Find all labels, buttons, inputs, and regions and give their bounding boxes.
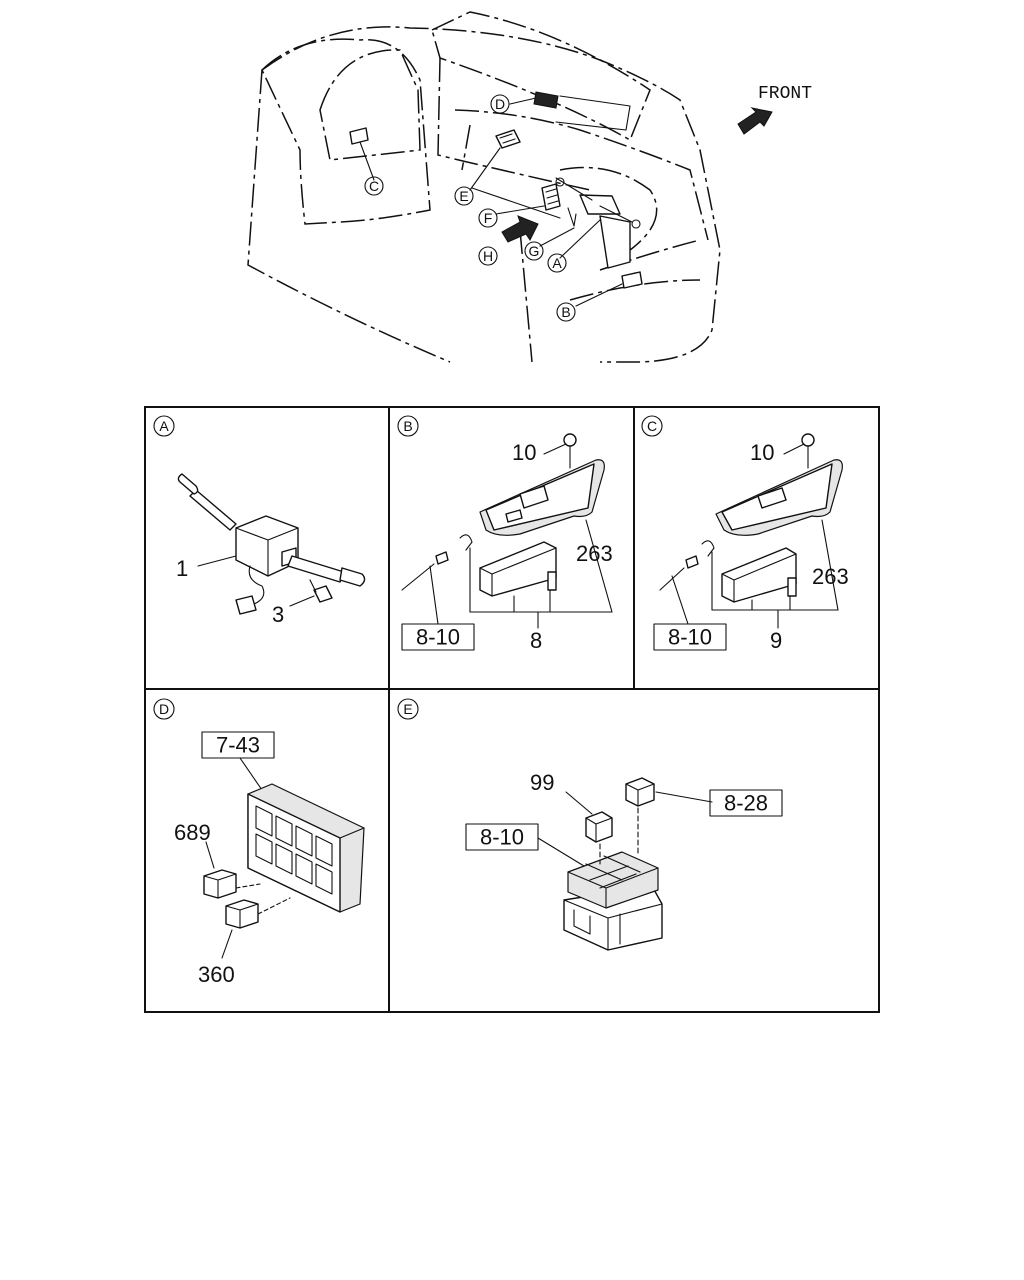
part-number-360: 360 <box>198 962 235 987</box>
panel-c-letter: C <box>641 415 663 437</box>
svg-text:A: A <box>552 255 562 271</box>
part-number-9: 9 <box>770 628 782 653</box>
svg-text:D: D <box>495 96 505 112</box>
panel-b-letter: B <box>397 415 419 437</box>
panel-d-letter: D <box>153 698 175 720</box>
svg-text:G: G <box>529 243 540 259</box>
svg-text:E: E <box>403 701 412 717</box>
relay-8-28 <box>625 777 655 807</box>
part-number-263: 263 <box>576 541 613 566</box>
svg-text:7-43: 7-43 <box>216 733 260 758</box>
switch-360 <box>225 899 259 929</box>
reference-7-43: 7-43 <box>201 731 275 759</box>
panel-c: C 10 263 9 8-10 <box>641 415 849 653</box>
callout-c: C <box>364 176 384 196</box>
svg-text:B: B <box>561 304 570 320</box>
callout-e: E <box>454 186 474 206</box>
switch-689 <box>203 869 237 899</box>
panel-e-letter: E <box>397 698 419 720</box>
svg-text:F: F <box>484 210 493 226</box>
front-direction-label: FRONT <box>758 84 812 104</box>
part-number-8: 8 <box>530 628 542 653</box>
part-number-10: 10 <box>512 440 536 465</box>
callout-b: B <box>556 302 576 322</box>
svg-text:C: C <box>369 178 379 194</box>
callout-f: F <box>478 208 498 228</box>
svg-text:8-10: 8-10 <box>480 825 524 850</box>
svg-text:E: E <box>459 188 468 204</box>
callout-h: H <box>478 246 498 266</box>
callout-d: D <box>490 94 510 114</box>
reference-8-10-c: 8-10 <box>653 623 727 651</box>
svg-text:A: A <box>159 418 169 434</box>
svg-text:8-10: 8-10 <box>668 625 712 650</box>
part-number-10-c: 10 <box>750 440 774 465</box>
svg-text:C: C <box>647 418 657 434</box>
svg-text:D: D <box>159 701 169 717</box>
svg-text:8-28: 8-28 <box>724 791 768 816</box>
panel-a: A 1 3 <box>153 415 366 627</box>
relay-99 <box>585 811 613 843</box>
part-number-99: 99 <box>530 770 554 795</box>
svg-text:H: H <box>483 248 493 264</box>
part-number-3: 3 <box>272 602 284 627</box>
svg-text:B: B <box>403 418 412 434</box>
callout-a: A <box>547 253 567 273</box>
reference-8-10-e: 8-10 <box>465 823 539 851</box>
reference-8-10-b: 8-10 <box>401 623 475 651</box>
svg-text:8-10: 8-10 <box>416 625 460 650</box>
panel-d: D 7-43 689 <box>153 698 365 987</box>
relay-block <box>563 851 663 951</box>
combination-switch <box>177 473 366 615</box>
callout-g: G <box>524 241 544 261</box>
panel-a-letter: A <box>153 415 175 437</box>
panel-grid <box>144 406 880 1013</box>
switch-bezel-c <box>659 433 843 603</box>
switch-bezel-b <box>401 433 605 597</box>
panel-b: B 10 263 8 <box>397 415 613 653</box>
reference-8-28: 8-28 <box>709 789 783 817</box>
part-number-1: 1 <box>176 556 188 581</box>
panel-e: E 99 8-28 8-10 <box>397 698 783 951</box>
part-number-689: 689 <box>174 820 211 845</box>
switch-panel-frame <box>247 783 365 913</box>
vehicle-overview: FRONT D C E F G H A <box>247 11 812 363</box>
